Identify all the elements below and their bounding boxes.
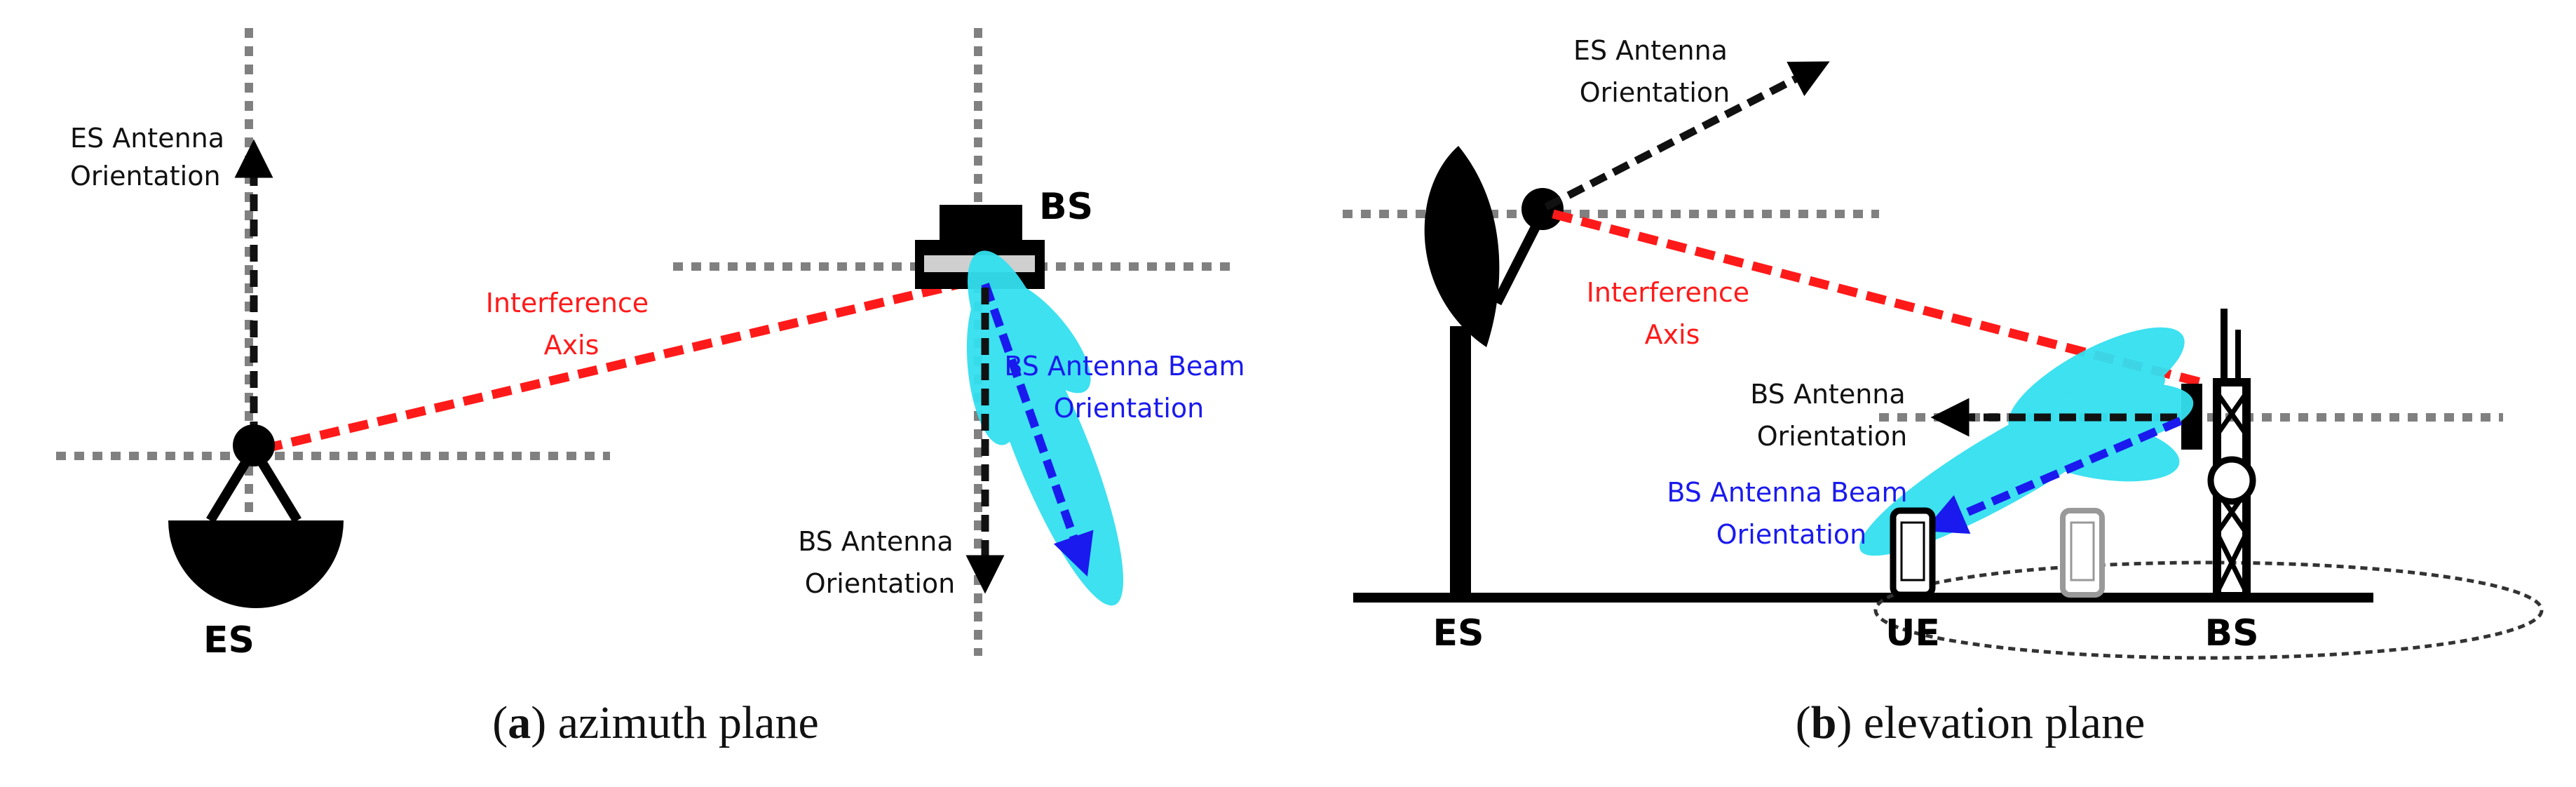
panel-b-beam-label: BS Antenna Beam Orientation	[1667, 477, 1916, 550]
panel-a-bs-station	[915, 205, 1045, 289]
panel-b-es-dish	[1424, 146, 1564, 600]
panel-b-bs-orientation-label: BS Antenna Orientation	[1750, 379, 1914, 452]
panel-a-bs-orientation-label: BS Antenna Orientation	[798, 526, 962, 599]
panel-b-bs-tower	[2181, 309, 2256, 600]
panel-a-interference-axis	[262, 276, 976, 454]
panel-b-coverage-area	[1873, 560, 2544, 660]
panel-a-beam-label: BS Antenna Beam Orientation	[1004, 351, 1253, 424]
panel-a: ES Antenna Orientation BS Interference A…	[49, 28, 1276, 748]
panel-b-interference-label: Interference Axis	[1587, 277, 1758, 350]
panel-a-bs-beam-arrow	[981, 283, 1094, 577]
panel-b-ue-label: UE	[1885, 612, 1940, 654]
panel-a-caption: (a) azimuth plane	[492, 697, 819, 748]
panel-b-reference-axes	[1343, 210, 2503, 422]
panel-b-es-label: ES	[1433, 612, 1484, 654]
panel-b-es-orientation-arrow	[1544, 61, 1830, 210]
panel-b-es-orientation-label: ES Antenna Orientation	[1573, 35, 1736, 108]
panel-a-es-label: ES	[203, 619, 255, 661]
panel-a-es-dish	[168, 424, 344, 608]
panel-b-bs-beam-arrow	[1923, 417, 2183, 534]
panel-b-second-phone	[2060, 508, 2105, 598]
panel-a-es-orientation-label: ES Antenna Orientation	[70, 123, 233, 191]
panel-a-interference-label: Interference Axis	[486, 288, 658, 361]
panel-b: ES Antenna Orientation Interference Axis…	[1343, 35, 2544, 748]
panel-b-caption: (b) elevation plane	[1796, 697, 2145, 748]
panel-a-bs-label: BS	[1039, 186, 1093, 228]
panel-b-bs-label: BS	[2204, 612, 2258, 654]
panel-b-ue-phone	[1890, 507, 1936, 598]
